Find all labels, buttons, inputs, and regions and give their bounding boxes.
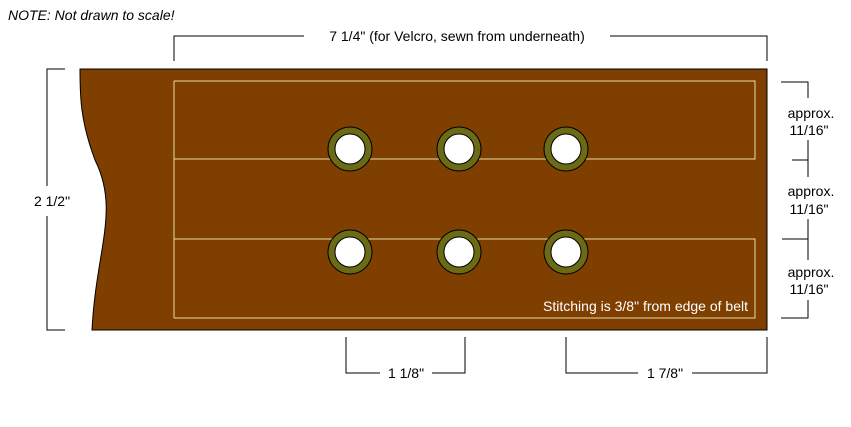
row-spacing-dimensions: approx. 11/16" approx. 11/16" approx. 11…: [781, 81, 835, 319]
grommet-hole: [334, 133, 366, 165]
grommet-hole: [443, 133, 475, 165]
belt-body: [79, 68, 768, 331]
grommet: [543, 229, 589, 275]
grommet: [327, 229, 373, 275]
height-label: 2 1/2": [34, 193, 70, 209]
grommet-hole: [550, 236, 582, 268]
end-offset-label: 1 7/8": [647, 365, 683, 381]
row-spacing-2-line1: approx.: [788, 183, 835, 199]
end-offset-dimension: 1 7/8": [565, 337, 768, 381]
grommet: [543, 126, 589, 172]
row-spacing-3-line1: approx.: [788, 264, 835, 280]
grommet-spacing-dimension: 1 1/8": [345, 337, 466, 381]
grommet-hole: [443, 236, 475, 268]
stitching-note: Stitching is 3/8" from edge of belt: [543, 298, 748, 314]
grommet-spacing-label: 1 1/8": [388, 365, 424, 381]
top-length-label: 7 1/4" (for Velcro, sewn from underneath…: [329, 28, 585, 44]
grommet-hole: [334, 236, 366, 268]
grommet-hole: [550, 133, 582, 165]
row-spacing-2-line2: 11/16": [790, 201, 829, 217]
row-spacing-3-line2: 11/16": [790, 281, 829, 297]
height-dimension: 2 1/2": [34, 68, 70, 331]
top-length-dimension: 7 1/4" (for Velcro, sewn from underneath…: [173, 28, 768, 61]
grommets: [327, 126, 589, 275]
grommet: [327, 126, 373, 172]
note-text: NOTE: Not drawn to scale!: [8, 7, 175, 23]
row-spacing-1-line1: approx.: [788, 105, 835, 121]
grommet: [436, 229, 482, 275]
row-spacing-1-line2: 11/16": [790, 122, 829, 138]
grommet: [436, 126, 482, 172]
